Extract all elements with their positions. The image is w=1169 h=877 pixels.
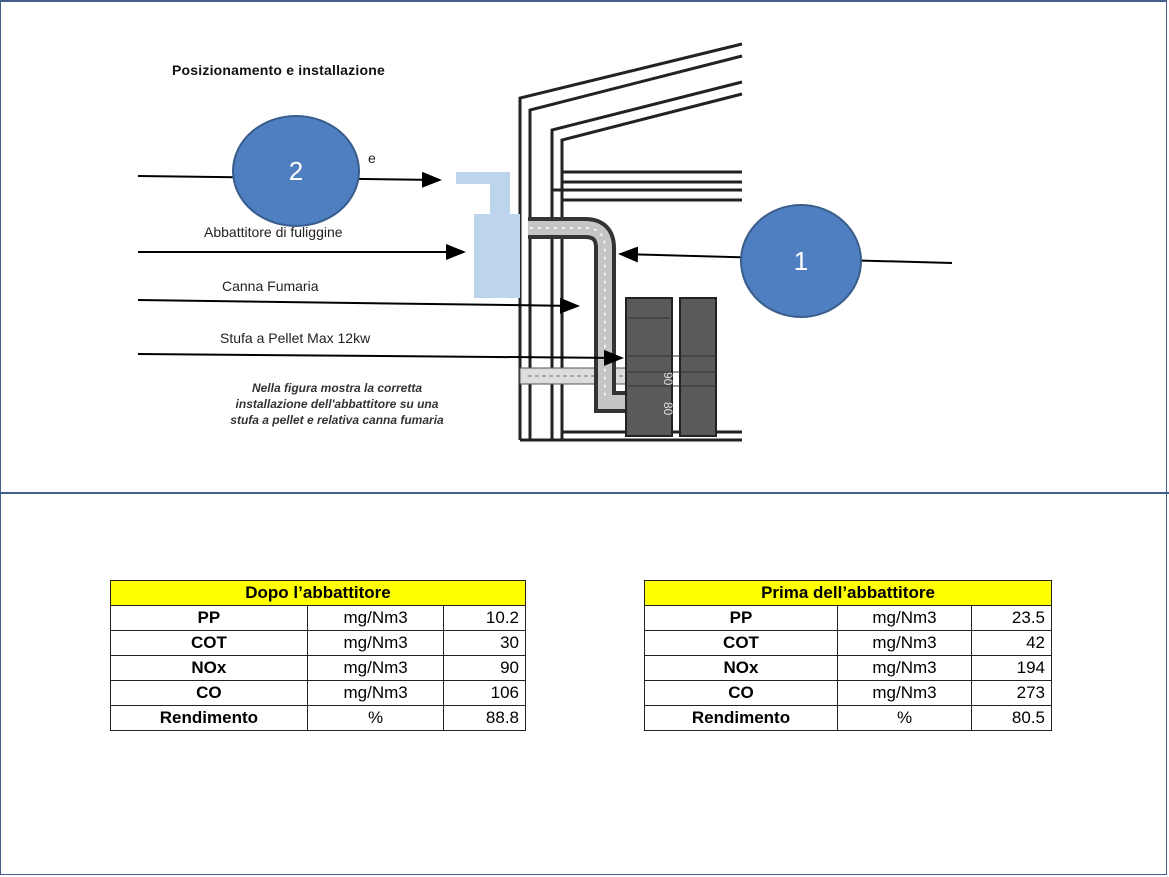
- row-unit: mg/Nm3: [837, 655, 972, 681]
- arrow-stufa: [137, 349, 624, 366]
- row-unit: mg/Nm3: [306, 655, 445, 681]
- diagram-title: Posizionamento e installazione: [172, 62, 385, 78]
- caption-line: Nella figura mostra la corretta: [251, 381, 423, 395]
- row-unit: mg/Nm3: [306, 605, 445, 631]
- row-param: Rendimento: [110, 705, 308, 731]
- caption-line: stufa a pellet e relativa canna fumaria: [230, 413, 444, 427]
- table-row: Rendimento%80.5: [644, 705, 1052, 731]
- section-divider: [0, 492, 1169, 494]
- stove-text-top: 90: [661, 372, 675, 386]
- row-param: Rendimento: [644, 705, 838, 731]
- row-value: 80.5: [971, 705, 1052, 731]
- pellet-stove: 90 80: [625, 297, 717, 437]
- row-param: CO: [644, 680, 838, 706]
- row-value: 273: [971, 680, 1052, 706]
- row-unit: mg/Nm3: [837, 630, 972, 656]
- row-value: 30: [443, 630, 526, 656]
- row-param: COT: [110, 630, 308, 656]
- label-abbattitore: Abbattitore di fuliggine: [204, 224, 343, 240]
- row-unit: mg/Nm3: [837, 605, 972, 631]
- table-row: Rendimento%88.8: [110, 705, 526, 731]
- installation-diagram: 90 80: [137, 42, 953, 442]
- row-param: CO: [110, 680, 308, 706]
- row-param: NOx: [110, 655, 308, 681]
- table-before-header: Prima dell’abbattitore: [644, 580, 1052, 606]
- row-value: 106: [443, 680, 526, 706]
- row-unit: %: [306, 705, 445, 731]
- row-param: NOx: [644, 655, 838, 681]
- row-value: 90: [443, 655, 526, 681]
- row-value: 88.8: [443, 705, 526, 731]
- callout-1: 1: [740, 204, 862, 318]
- label-canna-fumaria: Canna Fumaria: [222, 278, 319, 294]
- row-unit: mg/Nm3: [306, 630, 445, 656]
- row-param: COT: [644, 630, 838, 656]
- row-unit: mg/Nm3: [306, 680, 445, 706]
- stove-text-bottom: 80: [661, 402, 675, 416]
- row-unit: mg/Nm3: [837, 680, 972, 706]
- row-value: 23.5: [971, 605, 1052, 631]
- row-value: 42: [971, 630, 1052, 656]
- row-value: 194: [971, 655, 1052, 681]
- soot-abatement-unit: [456, 172, 520, 298]
- caption-line: installazione dell'abbattitore su una: [235, 397, 439, 411]
- diagram-caption: Nella figura mostra la corretta installa…: [152, 380, 522, 428]
- arrow-canna: [137, 297, 580, 314]
- row-param: PP: [110, 605, 308, 631]
- row-unit: %: [837, 705, 972, 731]
- label-stufa: Stufa a Pellet Max 12kw: [220, 330, 371, 346]
- row-value: 10.2: [443, 605, 526, 631]
- flue-pipe: [528, 217, 625, 413]
- row-param: PP: [644, 605, 838, 631]
- callout-2: 2: [232, 115, 360, 227]
- table-after-header: Dopo l’abbattitore: [110, 580, 526, 606]
- label-cap-hidden: e: [368, 150, 376, 166]
